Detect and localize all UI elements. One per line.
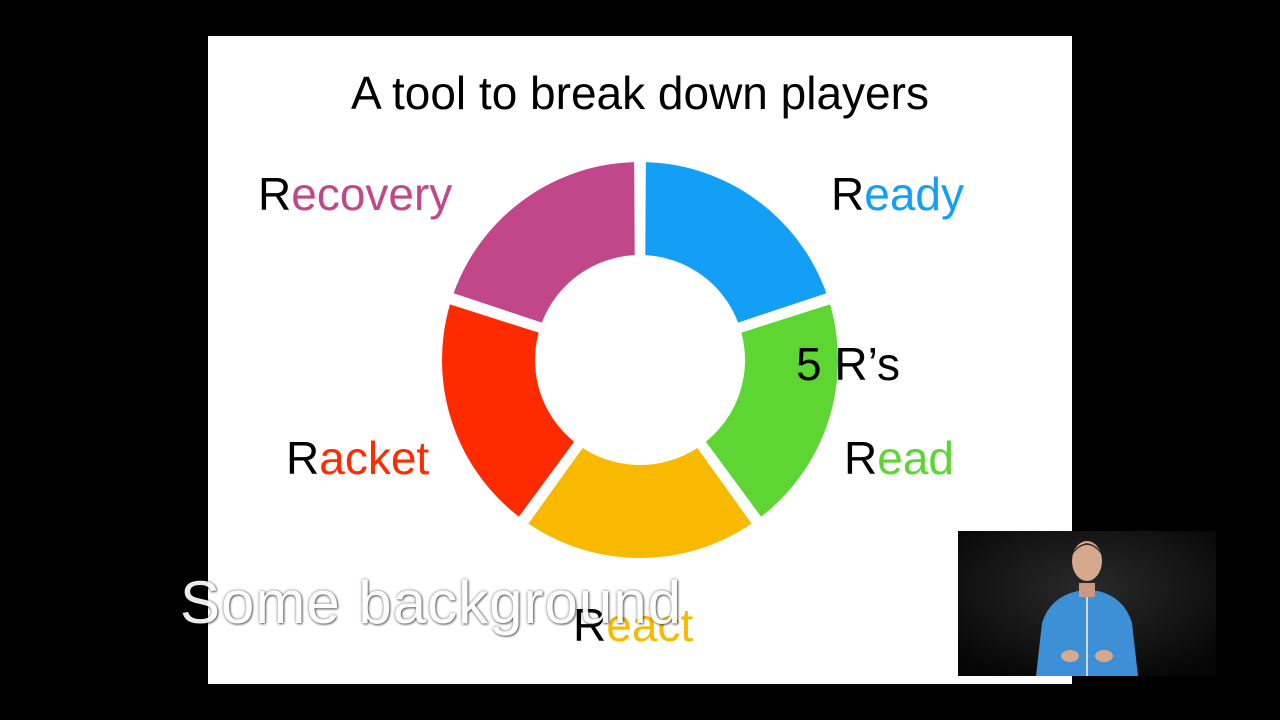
wheel-segment-react [528, 447, 752, 559]
wheel-segment-recovery [453, 162, 635, 323]
wheel-center-label: 5 R’s [796, 338, 900, 390]
slide: A tool to break down players 5 R’s Ready… [208, 36, 1072, 684]
video-caption: Some background [180, 569, 682, 636]
segment-label-react: React [573, 599, 694, 651]
slide-title: A tool to break down players [351, 67, 929, 119]
segment-label-recovery: Recovery [258, 168, 453, 220]
segment-label-read: Read [844, 432, 954, 484]
segment-label-ready: Ready [831, 168, 964, 220]
wheel-segment-ready [645, 162, 827, 323]
five-rs-wheel [442, 162, 838, 559]
presenter-video [958, 531, 1216, 676]
segment-label-racket: Racket [286, 432, 430, 484]
presenter-figure [958, 531, 1216, 676]
wheel-segment-read [705, 304, 838, 517]
wheel-segment-racket [442, 304, 575, 517]
presenter-body [1036, 541, 1138, 676]
